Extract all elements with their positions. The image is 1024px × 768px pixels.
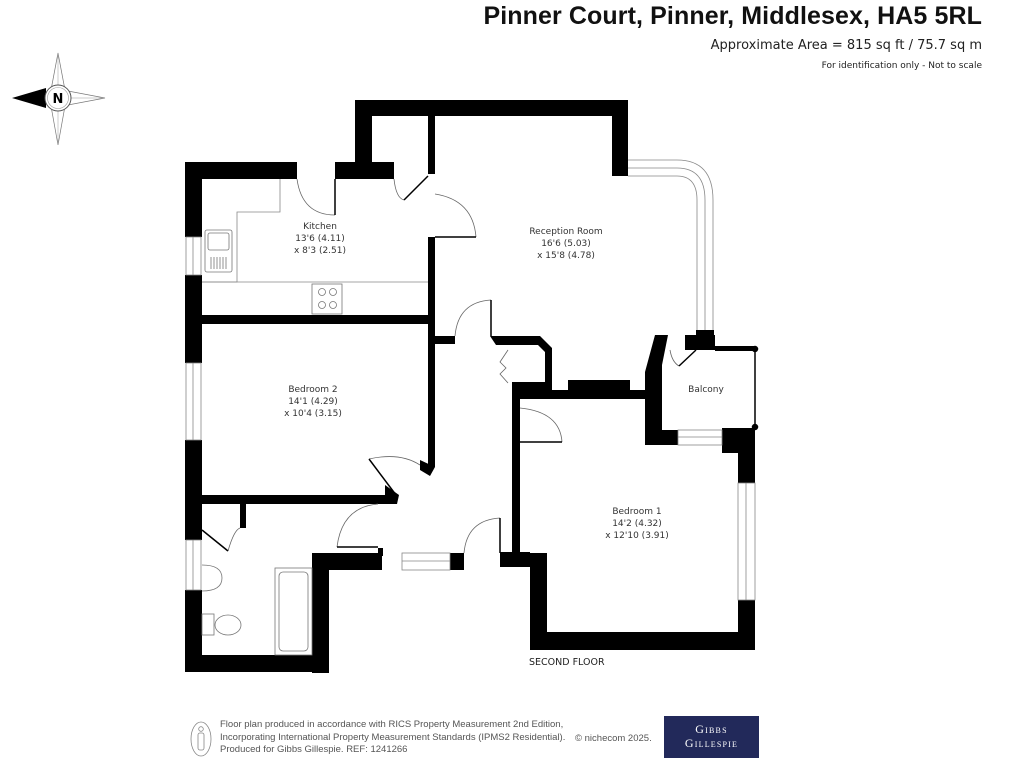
north-label: N bbox=[53, 92, 64, 107]
bedroom2-dim2: x 10'4 (3.15) bbox=[284, 409, 342, 419]
basin-icon bbox=[201, 564, 223, 592]
logo-line-2: Gillespie bbox=[684, 736, 739, 750]
kitchen-worktop bbox=[202, 179, 428, 283]
bath-icon bbox=[274, 567, 313, 656]
bay-window bbox=[628, 159, 714, 330]
footer-line-1: Floor plan produced in accordance with R… bbox=[220, 719, 564, 730]
reception-dim2: x 15'8 (4.78) bbox=[537, 251, 595, 261]
bedroom1-dim2: x 12'10 (3.91) bbox=[605, 531, 669, 541]
kitchen-name: Kitchen bbox=[303, 222, 337, 232]
bedroom1-name: Bedroom 1 bbox=[612, 507, 661, 517]
approximate-area: Approximate Area = 815 sq ft / 75.7 sq m bbox=[710, 38, 982, 53]
sink-icon bbox=[204, 229, 233, 273]
room-bedroom-1: Bedroom 1 14'2 (4.32) x 12'10 (3.91) bbox=[605, 507, 669, 541]
doors bbox=[201, 175, 697, 554]
footer-disclaimer: Floor plan produced in accordance with R… bbox=[220, 719, 565, 757]
room-kitchen: Kitchen 13'6 (4.11) x 8'3 (2.51) bbox=[294, 222, 346, 256]
property-address-title: Pinner Court, Pinner, Middlesex, HA5 5RL bbox=[483, 2, 982, 30]
floor-label: SECOND FLOOR bbox=[529, 657, 605, 668]
reception-name: Reception Room bbox=[529, 227, 602, 237]
toilet-icon bbox=[201, 613, 242, 636]
footer-line-2: Incorporating International Property Mea… bbox=[220, 731, 566, 743]
agent-logo: Gibbs Gillespie bbox=[664, 716, 759, 758]
copyright: © nichecom 2025. bbox=[575, 733, 652, 744]
footer-line-3: Produced for Gibbs Gillespie. REF: 12412… bbox=[220, 744, 408, 755]
balcony-name: Balcony bbox=[688, 385, 724, 395]
kitchen-dim2: x 8'3 (2.51) bbox=[294, 246, 346, 256]
bedroom2-dim1: 14'1 (4.29) bbox=[288, 397, 338, 407]
bedroom2-name: Bedroom 2 bbox=[288, 385, 337, 395]
logo-line-1: Gibbs bbox=[695, 722, 728, 736]
room-reception: Reception Room 16'6 (5.03) x 15'8 (4.78) bbox=[529, 227, 602, 261]
room-bedroom-2: Bedroom 2 14'1 (4.29) x 10'4 (3.15) bbox=[284, 385, 342, 419]
scale-disclaimer: For identification only - Not to scale bbox=[821, 61, 982, 71]
balcony-railing bbox=[751, 345, 759, 431]
windows bbox=[185, 236, 756, 601]
reception-dim1: 16'6 (5.03) bbox=[541, 239, 591, 249]
person-measure-icon bbox=[190, 721, 212, 757]
kitchen-dim1: 13'6 (4.11) bbox=[295, 234, 345, 244]
walls bbox=[185, 100, 755, 673]
compass-rose-icon: N bbox=[12, 52, 106, 146]
hob-icon bbox=[311, 283, 343, 315]
bedroom1-dim1: 14'2 (4.32) bbox=[612, 519, 662, 529]
